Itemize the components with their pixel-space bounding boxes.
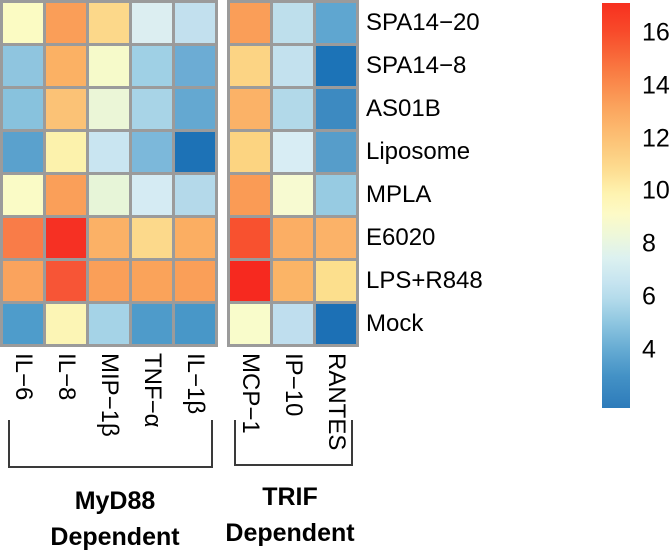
heatmap-cell <box>273 261 313 301</box>
heatmap-cell <box>316 3 356 43</box>
heatmap-cell <box>89 175 129 215</box>
heatmap-cell <box>316 132 356 172</box>
row-label: Liposome <box>366 138 471 165</box>
heatmap-cell <box>46 3 86 43</box>
heatmap-cell <box>89 261 129 301</box>
heatmap-cell <box>132 304 172 344</box>
group-bracket-trif <box>234 420 353 466</box>
row-label: SPA14−20 <box>366 9 480 36</box>
heatmap-cell <box>132 261 172 301</box>
heatmap-cell <box>175 46 215 86</box>
group-title-line1: TRIF <box>262 483 318 511</box>
heatmap-cell <box>175 175 215 215</box>
heatmap-cell <box>3 3 43 43</box>
heatmap-cell <box>46 218 86 258</box>
heatmap-cell <box>132 175 172 215</box>
group-title-line2: Dependent <box>50 523 180 551</box>
heatmap-cell <box>46 304 86 344</box>
heatmap-cell <box>316 46 356 86</box>
col-label: IL−1β <box>182 353 209 415</box>
row-label: SPA14−8 <box>366 52 467 79</box>
heatmap-cell <box>89 218 129 258</box>
col-label: MIP−1β <box>96 353 123 437</box>
heatmap-cell <box>230 132 270 172</box>
colorbar-tick-label: 6 <box>642 282 656 311</box>
group-title-line1: MyD88 <box>74 487 156 515</box>
heatmap-cell <box>316 89 356 129</box>
heatmap-cell <box>273 3 313 43</box>
heatmap-cell <box>230 261 270 301</box>
heatmap-cell <box>175 3 215 43</box>
heatmap-cell <box>230 46 270 86</box>
heatmap-cell <box>230 3 270 43</box>
heatmap-cell <box>175 218 215 258</box>
heatmap-cell <box>46 46 86 86</box>
heatmap-cell <box>46 89 86 129</box>
heatmap-cell <box>89 46 129 86</box>
heatmap-cell <box>3 218 43 258</box>
colorbar-tick-label: 16 <box>642 18 670 47</box>
heatmap-cell <box>132 3 172 43</box>
heatmap-cell <box>230 89 270 129</box>
heatmap-cell <box>316 175 356 215</box>
heatmap-cell <box>175 261 215 301</box>
heatmap-cell <box>273 304 313 344</box>
col-label: RANTES <box>323 353 350 451</box>
colorbar-tick-label: 12 <box>642 124 670 153</box>
heatmap-cell <box>273 175 313 215</box>
col-label: TNF−α <box>139 353 166 428</box>
heatmap-cell <box>3 46 43 86</box>
heatmap-cell <box>230 218 270 258</box>
group-title-trif: TRIF Dependent <box>225 479 354 551</box>
heatmap-cell <box>273 132 313 172</box>
colorbar-tick-label: 10 <box>642 176 670 205</box>
heatmap-cell <box>46 175 86 215</box>
colorbar <box>602 3 630 408</box>
heatmap-cell <box>89 304 129 344</box>
heatmap-cell <box>132 89 172 129</box>
heatmap-cell <box>89 89 129 129</box>
heatmap-cell <box>316 304 356 344</box>
heatmap-cell <box>3 261 43 301</box>
heatmap-cell <box>230 304 270 344</box>
colorbar-tick-label: 14 <box>642 71 670 100</box>
heatmap-cell <box>3 175 43 215</box>
heatmap-panel-trif <box>227 0 359 347</box>
heatmap-cell <box>175 89 215 129</box>
heatmap-panel-myd88 <box>0 0 218 347</box>
colorbar-tick-label: 8 <box>642 229 656 258</box>
row-label: Mock <box>366 310 424 337</box>
col-label: IL−6 <box>10 353 37 401</box>
heatmap-cell <box>46 132 86 172</box>
heatmap-cell <box>132 218 172 258</box>
group-bracket-myd88 <box>8 420 213 468</box>
heatmap-cell <box>132 46 172 86</box>
row-label: AS01B <box>366 95 441 122</box>
heatmap-cell <box>89 132 129 172</box>
col-label: IP−10 <box>280 353 307 417</box>
heatmap-cell <box>89 3 129 43</box>
heatmap-cell <box>175 132 215 172</box>
heatmap-cell <box>316 261 356 301</box>
heatmap-cell <box>273 89 313 129</box>
heatmap-cell <box>3 132 43 172</box>
row-label: LPS+R848 <box>366 267 483 294</box>
heatmap-cell <box>273 218 313 258</box>
col-label: IL−8 <box>53 353 80 401</box>
heatmap-cell <box>132 132 172 172</box>
colorbar-tick-label: 4 <box>642 335 656 364</box>
row-label: E6020 <box>366 224 436 251</box>
heatmap-cell <box>316 218 356 258</box>
group-title-line2: Dependent <box>225 519 355 547</box>
heatmap-cell <box>3 89 43 129</box>
heatmap-cell <box>273 46 313 86</box>
heatmap-cell <box>175 304 215 344</box>
col-label: MCP−1 <box>237 353 264 434</box>
heatmap-cell <box>230 175 270 215</box>
row-label: MPLA <box>366 181 432 208</box>
heatmap-cell <box>3 304 43 344</box>
heatmap-cell <box>46 261 86 301</box>
